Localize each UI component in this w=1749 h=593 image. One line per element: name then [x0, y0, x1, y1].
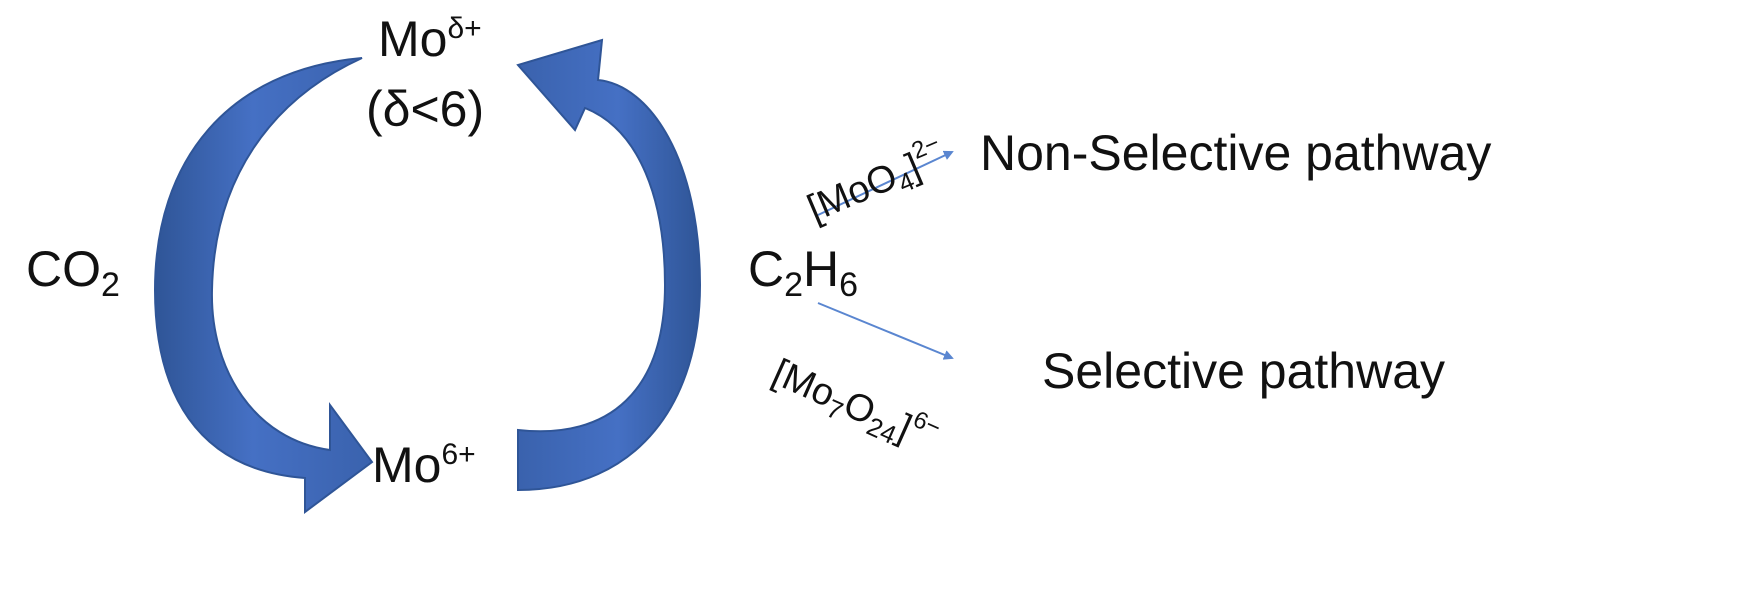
- co2-base: CO: [26, 241, 101, 297]
- mo-reduced-charge: δ+: [447, 12, 482, 45]
- mo-oxidized-base: Mo: [372, 437, 442, 493]
- ethane-label: C2H6: [748, 244, 858, 302]
- ethane-h: H: [803, 241, 840, 297]
- ethane-h-subscript: 6: [839, 266, 859, 304]
- mo-oxidized-label: Mo6+: [372, 437, 476, 493]
- mo-reduced-label: Moδ+: [378, 11, 482, 67]
- selective-pathway-label: Selective pathway: [1042, 343, 1446, 399]
- mo-oxidized-charge: 6+: [441, 438, 476, 471]
- left-cycle-arrow: [153, 57, 374, 514]
- selective-arrow: [817, 302, 954, 360]
- co2-label: CO2: [26, 244, 120, 302]
- co2-subscript: 2: [101, 266, 120, 304]
- ethane-c-subscript: 2: [784, 266, 804, 304]
- ethane-c: C: [748, 241, 785, 297]
- non-selective-arrow: [817, 150, 954, 216]
- non-selective-pathway-label: Non-Selective pathway: [980, 125, 1492, 181]
- mo-oxidation-condition: (δ<6): [366, 81, 485, 137]
- mo-reduced-base: Mo: [378, 11, 448, 67]
- right-cycle-arrow: [516, 38, 702, 492]
